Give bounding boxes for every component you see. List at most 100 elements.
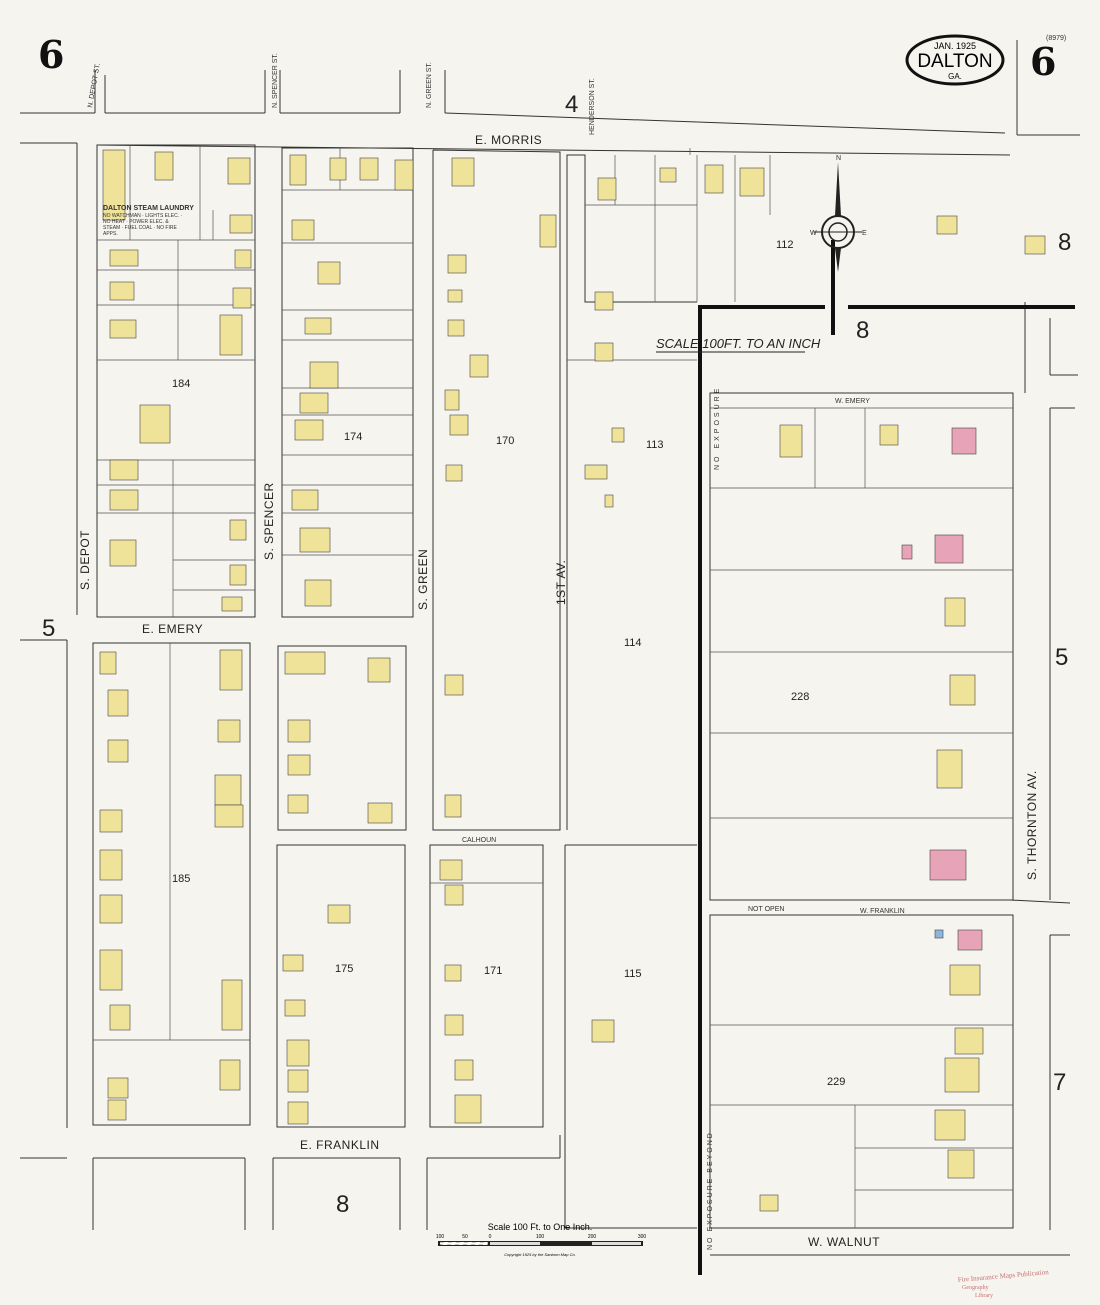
brick-building [934, 534, 964, 564]
street-lines [20, 40, 1080, 1256]
frame-dwelling [99, 651, 117, 675]
frame-dwelling [109, 319, 137, 339]
street-s-thornton-av: S. THORNTON AV. [1025, 770, 1039, 880]
frame-dwelling [287, 719, 311, 743]
block-number: 171 [484, 965, 502, 977]
block-number: 175 [335, 963, 353, 975]
street-w-walnut: W. WALNUT [808, 1235, 880, 1249]
frame-dwelling [107, 1077, 129, 1099]
frame-dwelling [309, 361, 339, 389]
cartouche-date: JAN. 1925 [934, 41, 976, 51]
frame-dwelling [444, 794, 462, 818]
frame-dwelling [221, 979, 243, 1031]
sheet-ref-top: 4 [565, 91, 578, 118]
street-labels: E. MORRIS E. EMERY E. FRANKLIN W. EMERY … [78, 53, 1039, 1249]
street-e-emery: E. EMERY [142, 622, 203, 636]
annotations: DALTON STEAM LAUNDRY NO WATCHMAN · LIGHT… [103, 205, 784, 1250]
frame-dwelling [284, 651, 326, 675]
street-n-depot: N. DEPOT ST. [87, 63, 102, 109]
frame-dwelling [604, 494, 614, 508]
street-1st-av: 1ST AV. [554, 560, 568, 605]
frame-dwelling [944, 1057, 980, 1093]
cartouche-city: DALTON [917, 51, 992, 72]
frame-dwelling [444, 389, 460, 411]
frame-dwelling [739, 167, 765, 197]
frame-dwelling [304, 317, 332, 335]
frame-dwelling [469, 354, 489, 378]
frame-dwelling [451, 157, 475, 187]
not-open-label: NOT OPEN [748, 906, 784, 913]
street-s-depot: S. DEPOT [78, 530, 92, 590]
block-number: 184 [172, 378, 190, 390]
cartouche-state: GA. [948, 72, 962, 81]
frame-dwelling [359, 157, 379, 181]
block-number: 170 [496, 435, 514, 447]
frame-dwelling [439, 859, 463, 881]
sheet-number-right: 6 [1030, 39, 1056, 84]
frame-dwelling [217, 719, 241, 743]
frame-dwelling [99, 894, 123, 924]
stone-building [934, 929, 944, 939]
frame-dwelling [294, 419, 324, 441]
block-outlines [92, 144, 1014, 1229]
frame-dwelling [287, 1069, 309, 1093]
lot-lines [93, 145, 1013, 1228]
frame-dwelling [219, 1059, 241, 1091]
frame-dwelling [214, 804, 244, 828]
street-n-spencer: N. SPENCER ST. [272, 53, 279, 108]
frame-dwelling [229, 214, 253, 234]
frame-dwelling [219, 314, 243, 356]
street-e-franklin: E. FRANKLIN [300, 1138, 380, 1152]
frame-dwelling [109, 539, 137, 567]
frame-dwelling [447, 319, 465, 337]
frame-dwelling [444, 674, 464, 696]
frame-dwelling [954, 1027, 984, 1055]
sheet-ref-compass: 8 [856, 317, 869, 344]
street-w-franklin: W. FRANKLIN [860, 908, 905, 915]
stamp-line: Geography [962, 1285, 989, 1291]
frame-dwelling [107, 1099, 127, 1121]
svg-text:W: W [810, 230, 817, 237]
frame-dwelling [299, 527, 331, 553]
title-cartouche: JAN. 1925 DALTON GA. [905, 34, 1005, 86]
frame-dwelling [449, 414, 469, 436]
frame-dwelling [949, 964, 981, 996]
frame-dwelling [109, 249, 139, 267]
sheet-ref-right-mid: 5 [1055, 644, 1068, 671]
block-number: 112 [776, 239, 794, 251]
frame-dwelling [367, 657, 391, 683]
frame-dwelling [454, 1059, 474, 1081]
brick-building [957, 929, 983, 951]
street-w-emery: W. EMERY [835, 398, 870, 405]
scale-tick-label: 200 [588, 1234, 597, 1240]
library-stamp: Fire Insurance Maps Publication Geograph… [957, 1268, 1049, 1299]
svg-text:E: E [862, 230, 867, 237]
frame-dwelling [317, 261, 341, 285]
frame-dwelling [594, 291, 614, 311]
buildings-layer [99, 149, 1046, 1212]
frame-dwelling [232, 287, 252, 309]
frame-dwelling [227, 157, 251, 185]
frame-dwelling [291, 219, 315, 241]
frame-dwelling [107, 689, 129, 717]
frame-dwelling [299, 392, 329, 414]
stamp-line: Fire Insurance Maps Publication [957, 1268, 1049, 1284]
frame-dwelling [584, 464, 608, 480]
frame-dwelling [107, 739, 129, 763]
frame-dwelling [444, 884, 464, 906]
frame-dwelling [597, 177, 617, 201]
frame-dwelling [367, 802, 393, 824]
scale-tick-label: 50 [462, 1234, 468, 1240]
frame-dwelling [591, 1019, 615, 1043]
frame-dwelling [214, 774, 242, 806]
scale-tick-label: 100 [536, 1234, 545, 1240]
frame-dwelling [287, 754, 311, 776]
frame-dwelling [659, 167, 677, 183]
laundry-label: DALTON STEAM LAUNDRY [103, 205, 194, 212]
frame-dwelling [99, 849, 123, 881]
block-numbers: 184 174 170 113 112 114 228 185 175 171 … [172, 239, 845, 1088]
frame-dwelling [329, 157, 347, 181]
block-number: 115 [624, 968, 642, 980]
frame-dwelling [102, 149, 126, 221]
